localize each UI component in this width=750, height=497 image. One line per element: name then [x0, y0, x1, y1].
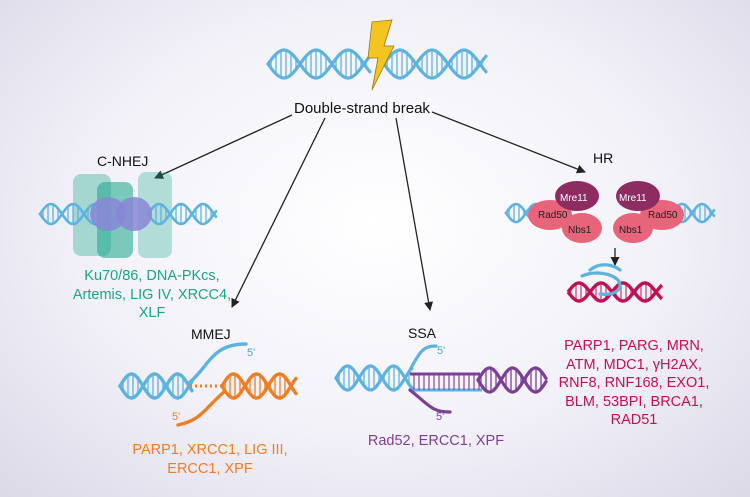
- rad50-left: [528, 200, 572, 230]
- hr-invading-strand: [580, 271, 622, 296]
- mmej-gene-line: ERCC1, XPF: [167, 460, 253, 477]
- cnhej-illustration: [38, 172, 218, 258]
- nhej-dna-right-strand-a: [146, 202, 218, 226]
- dna-pkcs-block: [138, 172, 172, 258]
- mmej-gene-line: PARP1, XRCC1, LIG III,: [132, 442, 288, 458]
- hr-title: HR: [593, 150, 614, 166]
- ssa-purple-overhang: [408, 388, 452, 414]
- mre11-left: [555, 181, 599, 211]
- arrow-to-cnhej: [154, 114, 293, 179]
- mmej-dna-right-strand-a: [220, 372, 298, 400]
- hr-right-rad50-label: Rad50: [648, 210, 678, 221]
- ssa-dna-right-strand-a: [476, 366, 548, 394]
- ssa-gene-list: Rad52, ERCC1, XPF: [346, 432, 526, 451]
- mmej-dna-left-strand-b: [118, 372, 194, 400]
- hr-gene-line: PARP1, PARG, MRN,: [564, 338, 704, 354]
- pathway-arrows: [154, 111, 620, 311]
- ku-heterodimer: [90, 197, 126, 231]
- ssa-dna-left-strand-b: [334, 364, 414, 392]
- top-dna-left-strand-a: [266, 48, 372, 80]
- mmej-title: MMEJ: [191, 326, 231, 342]
- hr-left-mre11-label: Mre11: [560, 193, 588, 204]
- lightning-bolt-icon: [367, 19, 395, 91]
- nbs1-right: [613, 213, 653, 243]
- mmej-gene-list: PARP1, XRCC1, LIG III, ERCC1, XPF: [110, 441, 310, 478]
- hr-left-rad50-label: Rad50: [538, 210, 568, 221]
- top-dna-right-strand-b: [382, 48, 488, 80]
- top-dna-right-strand-a: [382, 48, 488, 80]
- cnhej-gene-line: Ku70/86, DNA-PKcs,: [84, 268, 220, 284]
- hr-gene-line: RNF8, RNF168, EXO1,: [558, 375, 710, 391]
- top-dna-break: [266, 19, 488, 91]
- cnhej-gene-list: Ku70/86, DNA-PKcs, Artemis, LIG IV, XRCC…: [52, 267, 252, 323]
- arrow-to-mmej: [231, 117, 326, 308]
- arrow-to-hr: [431, 111, 586, 174]
- ssa-title: SSA: [408, 325, 437, 341]
- ku-heterodimer: [116, 197, 152, 231]
- cnhej-title: C-NHEJ: [97, 153, 149, 169]
- nbs1-left: [562, 213, 602, 243]
- hr-gene-line: RAD51: [610, 412, 658, 428]
- top-dna-left-strand-b: [266, 48, 372, 80]
- hr-gene-list: PARP1, PARG, MRN, ATM, MDC1, γH2AX, RNF8…: [544, 337, 724, 430]
- hr-left-nbs1-label: Nbs1: [568, 225, 592, 236]
- hr-illustration: [504, 181, 716, 303]
- mmej-orange-overhang: [176, 390, 226, 427]
- ssa-five-prime-bottom: 5': [436, 411, 445, 423]
- hr-dna-right-strand-b: [670, 202, 716, 224]
- hr-gene-line: BLM, 53BPI, BRCA1,: [565, 393, 703, 410]
- ssa-five-prime-top: 5': [437, 345, 446, 357]
- cnhej-gene-line: XLF: [138, 305, 166, 321]
- cnhej-gene-line: Artemis, LIG IV, XRCC4,: [72, 286, 232, 303]
- mmej-five-prime-top: 5': [247, 347, 256, 359]
- mre11-right: [616, 181, 660, 211]
- hr-right-mre11-label: Mre11: [619, 193, 647, 204]
- mmej-five-prime-bottom: 5': [172, 411, 181, 423]
- ssa-dna-right-strand-b: [476, 366, 548, 394]
- ssa-gene-line: Rad52, ERCC1, XPF: [367, 433, 505, 449]
- arrow-to-ssa: [395, 117, 434, 311]
- nhej-dna-right-strand-b: [146, 202, 218, 226]
- hr-gene-line: ATM, MDC1, γH2AX,: [566, 356, 702, 373]
- ssa-illustration: [334, 344, 548, 414]
- hr-invading-strand-top: [588, 263, 622, 272]
- hr-right-nbs1-label: Nbs1: [619, 225, 643, 236]
- ssa-dna-left-strand-a: [334, 364, 414, 392]
- mmej-dna-right-strand-b: [220, 372, 298, 400]
- mmej-dna-left-strand-a: [118, 372, 194, 400]
- dsb-label: Double-strand break: [294, 100, 430, 117]
- ssa-blue-overhang: [406, 344, 438, 376]
- mmej-blue-overhang: [188, 342, 248, 384]
- mmej-illustration: [118, 342, 298, 427]
